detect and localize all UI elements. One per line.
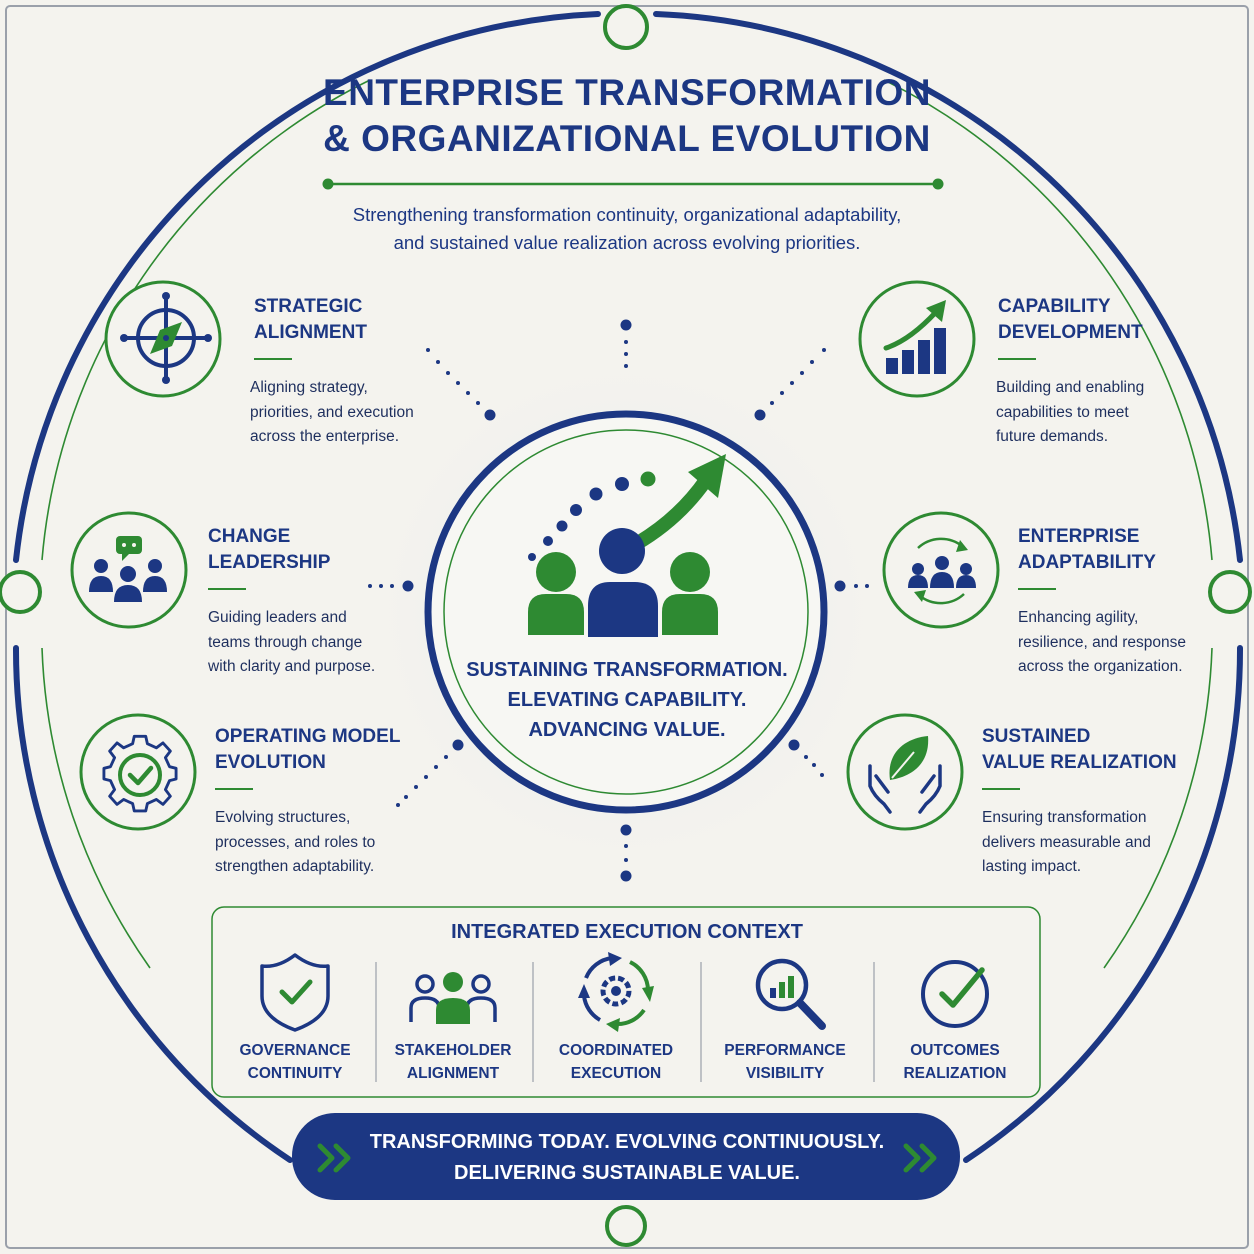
pillar-change-leadership: CHANGE LEADERSHIP Guiding leaders and te… (208, 524, 438, 680)
pillar-rule (215, 788, 253, 790)
pillar-description: Building and enabling capabilities to me… (996, 379, 1145, 445)
hands-leaf-icon (846, 713, 964, 831)
pillar-title: CHANGE LEADERSHIP (208, 526, 331, 573)
pillar-title: ENTERPRISE ADAPTABILITY (1018, 526, 1156, 573)
context-item-coordinated: COORDINATED EXECUTION (558, 1042, 674, 1082)
ring-nodes (0, 4, 1252, 1247)
context-item-performance: PERFORMANCE VISIBILITY (724, 1042, 846, 1082)
context-item-stakeholder: STAKEHOLDER ALIGNMENT (394, 1042, 512, 1082)
pillar-title: OPERATING MODEL EVOLUTION (215, 726, 401, 773)
outer-ring (12, 11, 1244, 1163)
shield-check-icon (260, 953, 330, 1032)
pillar-capability-development: CAPABILITY DEVELOPMENT Building and enab… (996, 294, 1228, 450)
compass-icon (104, 280, 222, 398)
context-item-governance: GOVERNANCE CONTINUITY (239, 1042, 351, 1082)
magnifier-chart-icon (755, 958, 826, 1030)
pillar-description: Enhancing agility, resilience, and respo… (1018, 609, 1187, 675)
pillar-title: STRATEGIC ALIGNMENT (254, 296, 367, 343)
pillar-strategic-alignment: STRATEGIC ALIGNMENT Aligning strategy, p… (250, 294, 484, 450)
dotted-spokes (368, 319, 869, 882)
growth-chart-icon (858, 280, 976, 398)
check-circle-icon (921, 960, 989, 1028)
pillar-enterprise-adaptability: ENTERPRISE ADAPTABILITY Enhancing agilit… (1018, 524, 1248, 680)
subtitle-line-1: Strengthening transformation continuity,… (352, 204, 902, 225)
center-hub-inner-ring (443, 429, 809, 795)
pillar-description: Evolving structures, processes, and role… (215, 809, 376, 875)
pillar-rule (998, 358, 1036, 360)
pillar-rule (254, 358, 292, 360)
pillar-description: Ensuring transformation delivers measura… (982, 809, 1151, 875)
subtitle-line-2: and sustained value realization across e… (393, 232, 861, 253)
center-hub-text: SUSTAINING TRANSFORMATION. ELEVATING CAP… (466, 659, 788, 741)
context-dividers (375, 962, 875, 1082)
title-line-2: & ORGANIZATIONAL EVOLUTION (323, 118, 931, 159)
pillar-description: Guiding leaders and teams through change… (208, 609, 376, 675)
pillar-title: SUSTAINED VALUE REALIZATION (982, 726, 1177, 773)
page-subtitle: Strengthening transformation continuity,… (250, 201, 1004, 257)
pillar-description: Aligning strategy, priorities, and execu… (250, 379, 414, 445)
page-title: ENTERPRISE TRANSFORMATION & ORGANIZATION… (250, 70, 1004, 162)
bottom-banner (292, 1113, 960, 1200)
pillar-title: CAPABILITY DEVELOPMENT (998, 296, 1143, 343)
team-cycle-icon (882, 511, 1000, 629)
banner-text: TRANSFORMING TODAY. EVOLVING CONTINUOUSL… (369, 1131, 885, 1184)
title-divider (322, 178, 944, 190)
team-chat-icon (70, 511, 188, 629)
inner-ring (41, 79, 1213, 969)
people-icon (409, 972, 497, 1024)
pillar-sustained-value-realization: SUSTAINED VALUE REALIZATION Ensuring tra… (982, 724, 1212, 880)
pillar-rule (982, 788, 1020, 790)
double-chevron-right-icon (903, 1143, 937, 1173)
title-line-1: ENTERPRISE TRANSFORMATION (323, 72, 931, 113)
pillar-rule (208, 588, 246, 590)
context-item-outcomes: OUTCOMES REALIZATION (903, 1042, 1007, 1082)
pillar-rule (1018, 588, 1056, 590)
team-growth-icon (528, 454, 726, 637)
gear-check-icon (79, 713, 197, 831)
context-title: INTEGRATED EXECUTION CONTEXT (451, 921, 803, 943)
gear-cycle-icon (578, 952, 654, 1032)
pillar-operating-model-evolution: OPERATING MODEL EVOLUTION Evolving struc… (215, 724, 445, 880)
double-chevron-right-icon (317, 1143, 351, 1173)
